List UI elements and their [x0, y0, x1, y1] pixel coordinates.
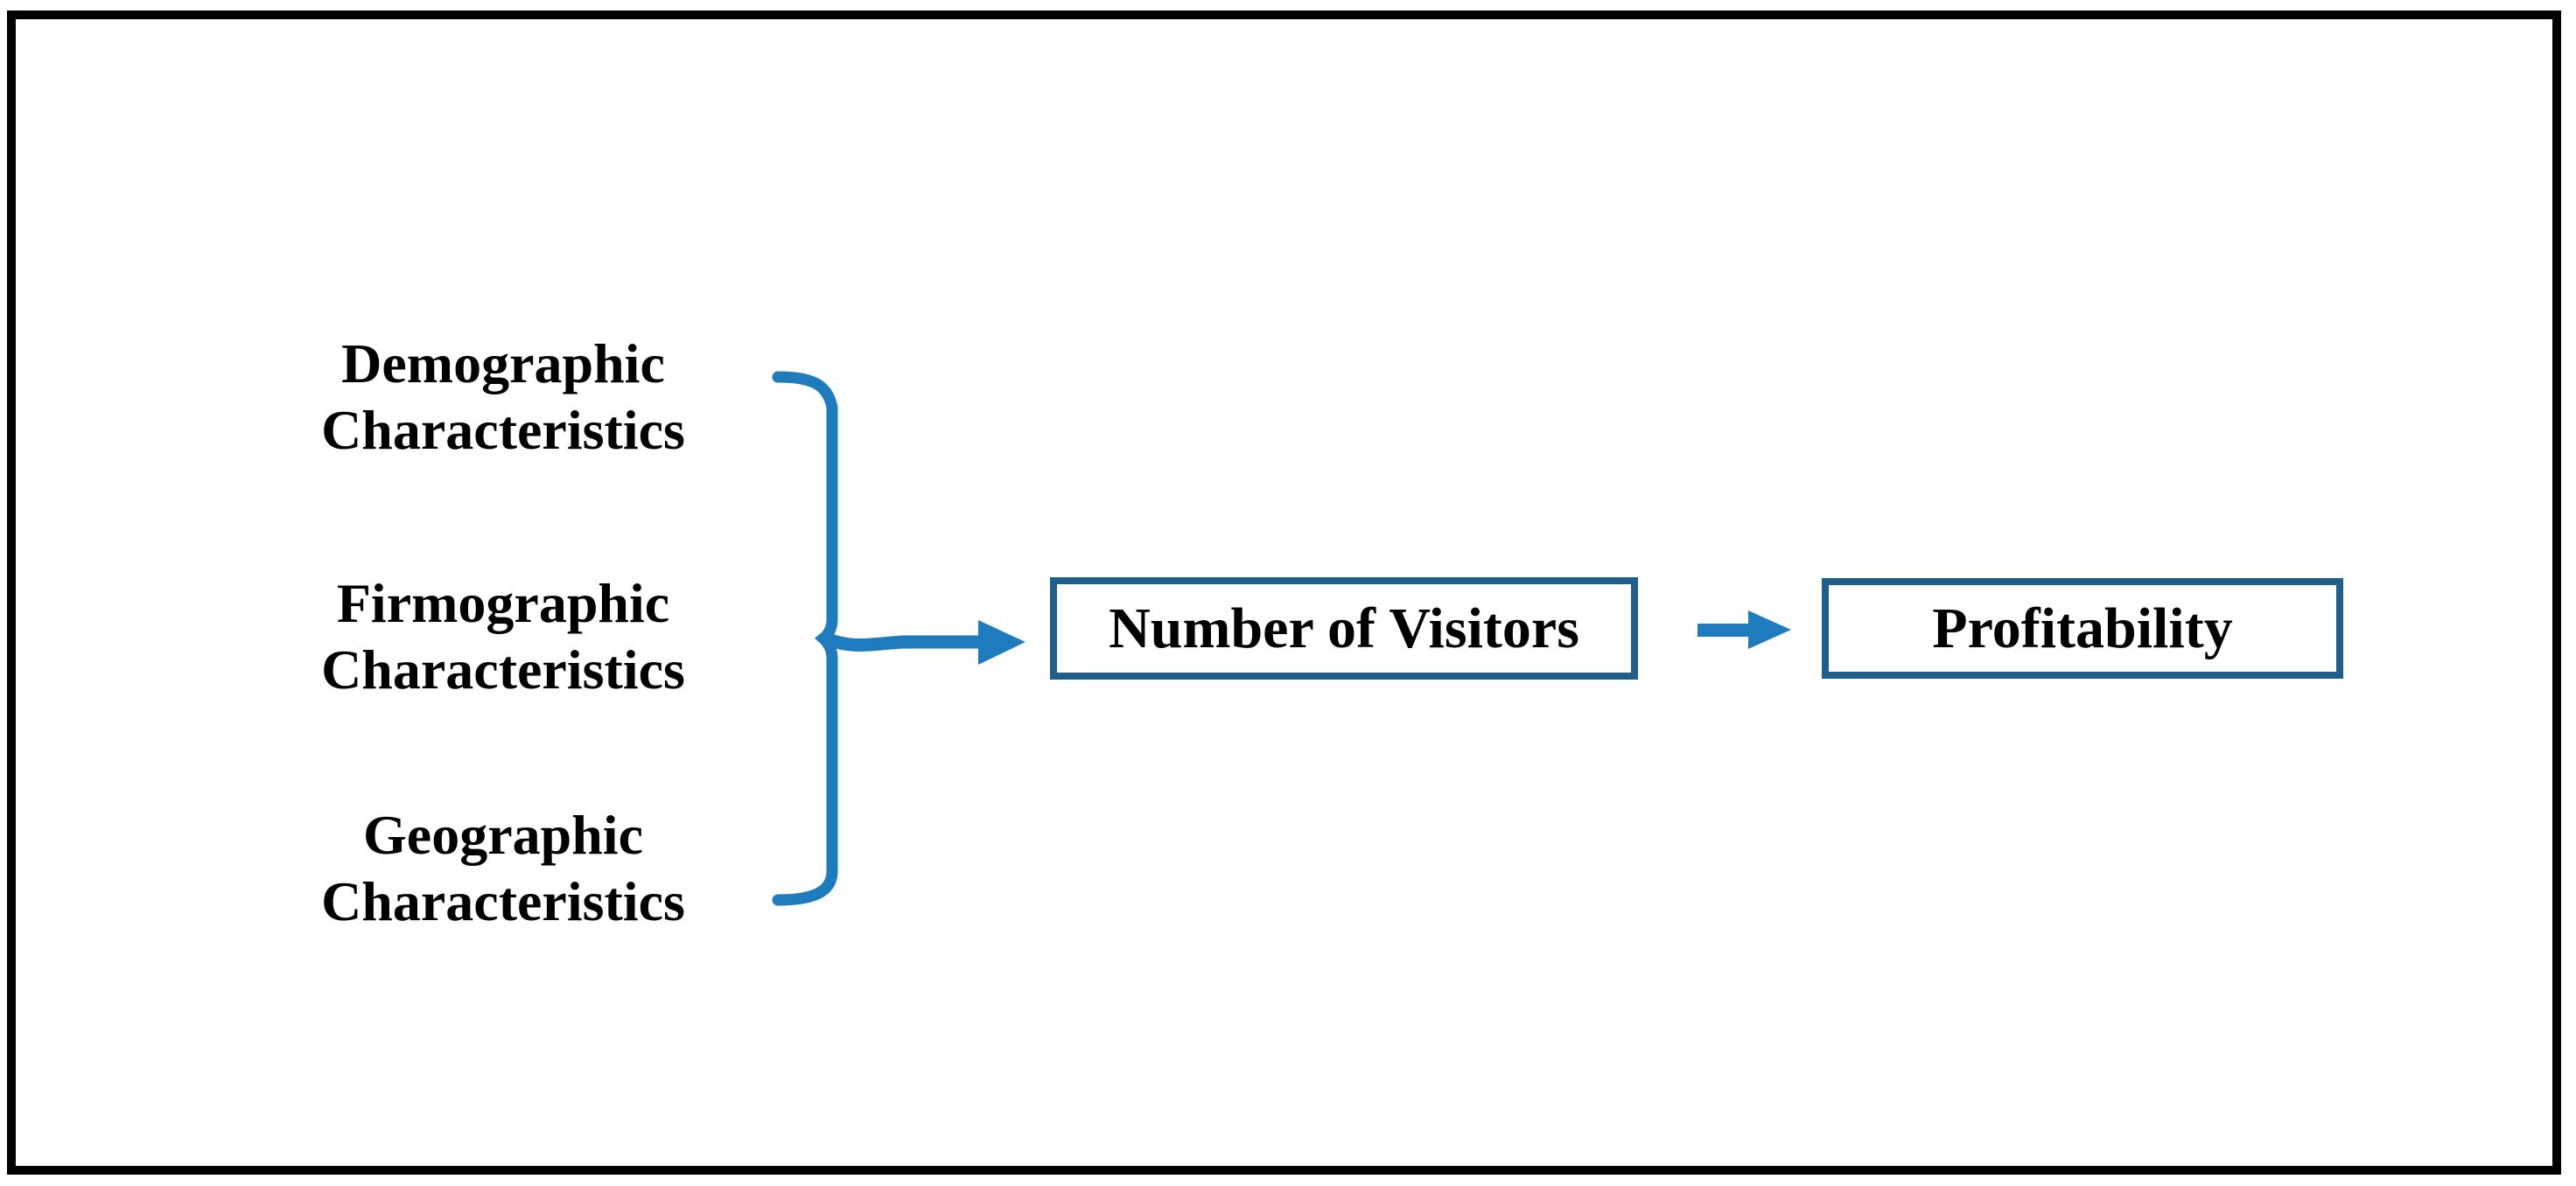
label-line: Firmographic [336, 572, 670, 634]
label-line: Demographic [341, 332, 665, 394]
label-line: Geographic [363, 804, 643, 866]
label-line: Characteristics [321, 870, 685, 932]
number-of-visitors-label: Number of Visitors [1109, 596, 1579, 660]
outer-frame [7, 10, 2561, 1175]
number-of-visitors-box: Number of Visitors [1050, 577, 1638, 680]
label-geographic-characteristics: Geographic Characteristics [276, 802, 731, 935]
label-line: Characteristics [321, 638, 685, 701]
label-line: Characteristics [321, 399, 685, 461]
label-firmographic-characteristics: Firmographic Characteristics [276, 570, 731, 703]
profitability-label: Profitability [1932, 596, 2233, 660]
label-demographic-characteristics: Demographic Characteristics [276, 331, 731, 464]
profitability-box: Profitability [1822, 578, 2343, 679]
